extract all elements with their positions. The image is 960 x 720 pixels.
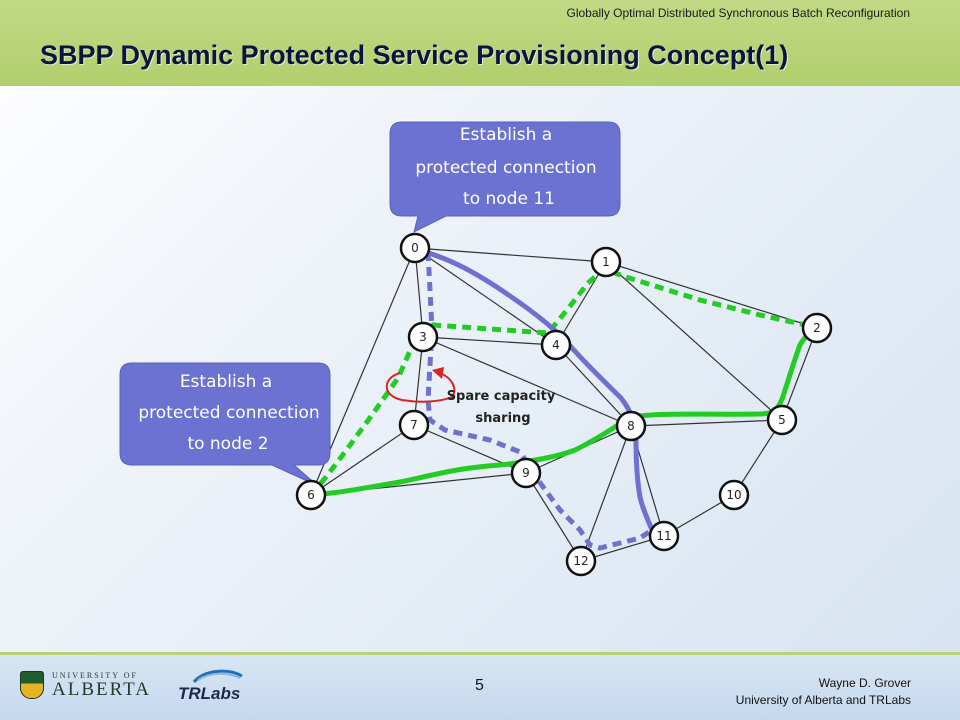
node-0	[399, 232, 431, 264]
callout-left-line-3: to node 2	[187, 434, 268, 454]
author-name: Wayne D. Grover	[818, 676, 911, 690]
link-4-8	[555, 344, 632, 427]
callout-top: Establish a protected connection to node…	[389, 121, 621, 233]
network-links	[310, 247, 818, 562]
node-label-10: 10	[726, 488, 741, 502]
link-1-4	[555, 261, 607, 346]
header-band	[0, 0, 960, 86]
link-8-5	[630, 419, 783, 427]
footer-band	[0, 655, 960, 720]
link-7-6	[310, 424, 415, 496]
author-info: Wayne D. Grover University of Alberta an…	[736, 675, 911, 709]
university-of-alberta-logo: UNIVERSITY OF ALBERTA	[20, 671, 151, 699]
sharing-arrow	[385, 367, 456, 403]
node-4	[540, 329, 572, 361]
spare-capacity-label: Spare capacity	[447, 389, 556, 404]
link-3-4	[422, 336, 557, 346]
node-label-12: 12	[573, 554, 588, 568]
node-1	[590, 246, 622, 278]
link-1-2	[605, 261, 818, 329]
node-label-5: 5	[778, 413, 786, 427]
link-0-1	[414, 247, 607, 263]
trlabs-logo: TRLabs	[178, 669, 243, 703]
link-0-4	[414, 247, 557, 346]
backup-path-green-dashed	[309, 266, 816, 497]
link-9-12	[525, 472, 582, 562]
ua-logo-small-text: UNIVERSITY OF	[52, 670, 138, 680]
node-2	[801, 312, 833, 344]
node-12	[565, 545, 597, 577]
callout-top-line-2: protected connection	[415, 158, 596, 178]
node-10	[718, 479, 750, 511]
node-label-4: 4	[552, 338, 560, 352]
node-label-11: 11	[656, 529, 671, 543]
node-label-0: 0	[411, 241, 419, 255]
trlabs-logo-text: TRLabs	[178, 684, 240, 703]
trlabs-swoosh-icon	[192, 669, 243, 684]
node-label-1: 1	[602, 255, 610, 269]
page-number: 5	[475, 677, 484, 694]
node-5	[766, 404, 798, 436]
node-label-8: 8	[627, 419, 635, 433]
node-label-6: 6	[307, 488, 315, 502]
running-title: Globally Optimal Distributed Synchronous…	[566, 6, 910, 20]
node-label-3: 3	[419, 330, 427, 344]
node-11	[648, 520, 680, 552]
callout-top-line-1: Establish a	[460, 125, 552, 145]
node-7	[398, 409, 430, 441]
node-6	[295, 479, 327, 511]
link-2-5	[781, 327, 818, 421]
node-9	[510, 457, 542, 489]
node-label-7: 7	[410, 418, 418, 432]
node-8	[615, 410, 647, 442]
ua-logo-large-text: ALBERTA	[52, 678, 151, 700]
author-affiliation: University of Alberta and TRLabs	[735, 693, 911, 707]
working-path-purple	[415, 247, 655, 533]
link-1-5	[605, 261, 783, 421]
node-3	[407, 321, 439, 353]
callout-left-line-2: protected connection	[138, 403, 319, 423]
node-label-2: 2	[813, 321, 821, 335]
footer-divider	[0, 652, 960, 656]
node-label-9: 9	[522, 466, 530, 480]
link-8-12	[580, 425, 632, 562]
sharing-label: sharing	[475, 411, 530, 426]
callout-left: Establish a protected connection to node…	[119, 362, 331, 487]
callout-left-line-1: Establish a	[180, 372, 272, 392]
nodes	[295, 232, 833, 577]
sharing-arrow-head	[432, 367, 444, 379]
link-3-8	[422, 336, 632, 427]
node-labels: 0 1 2 3 4 5 6 7 8 9 10 11 12	[307, 241, 821, 568]
page-title: SBPP Dynamic Protected Service Provision…	[40, 40, 789, 70]
crest-icon	[20, 671, 44, 699]
callout-top-line-3: to node 11	[463, 189, 555, 209]
